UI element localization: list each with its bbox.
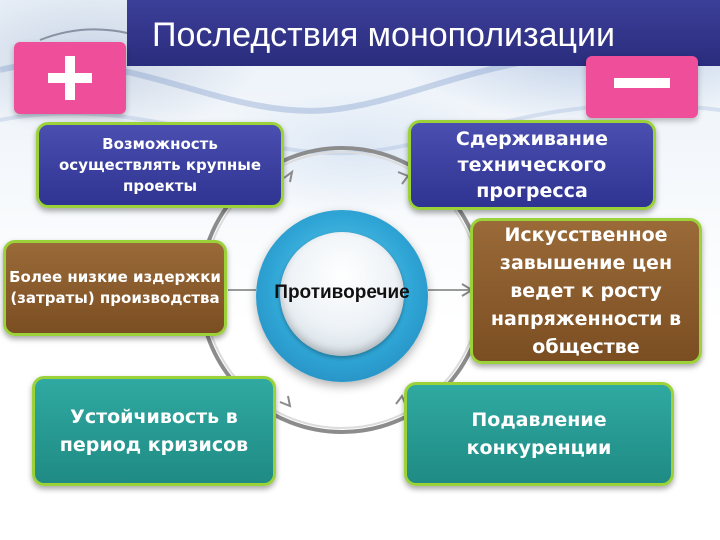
center-hub-inner bbox=[280, 232, 404, 356]
arrow-bottom-left bbox=[279, 395, 292, 408]
con-text: Сдерживание технического прогресса bbox=[455, 128, 609, 202]
title-bar bbox=[127, 0, 720, 66]
pro-text: Устойчивость в период кризисов bbox=[59, 406, 249, 456]
con-box-competition: Подавление конкуренции bbox=[404, 382, 674, 486]
slide-title: Последствия монополизации bbox=[152, 16, 616, 54]
arrow-top-left bbox=[283, 169, 294, 183]
pro-box-crisis-stability: Устойчивость в период кризисов bbox=[32, 376, 276, 486]
pro-box-lower-costs: Более низкие издержки (затраты) производ… bbox=[3, 240, 227, 336]
pro-text: Более низкие издержки (затраты) производ… bbox=[9, 268, 221, 307]
center-label: Противоречие bbox=[274, 282, 410, 303]
plus-icon bbox=[14, 42, 126, 114]
minus-icon bbox=[586, 56, 698, 118]
con-text: Подавление конкуренции bbox=[466, 409, 612, 459]
con-box-price-inflation: Искусственное завышение цен ведет к рост… bbox=[470, 218, 702, 364]
arrow-top-right bbox=[397, 171, 410, 185]
pro-box-large-projects: Возможность осуществлять крупные проекты bbox=[36, 122, 284, 208]
con-box-tech-progress: Сдерживание технического прогресса bbox=[408, 120, 656, 210]
con-text: Искусственное завышение цен ведет к рост… bbox=[490, 224, 682, 358]
pro-text: Возможность осуществлять крупные проекты bbox=[59, 134, 261, 195]
